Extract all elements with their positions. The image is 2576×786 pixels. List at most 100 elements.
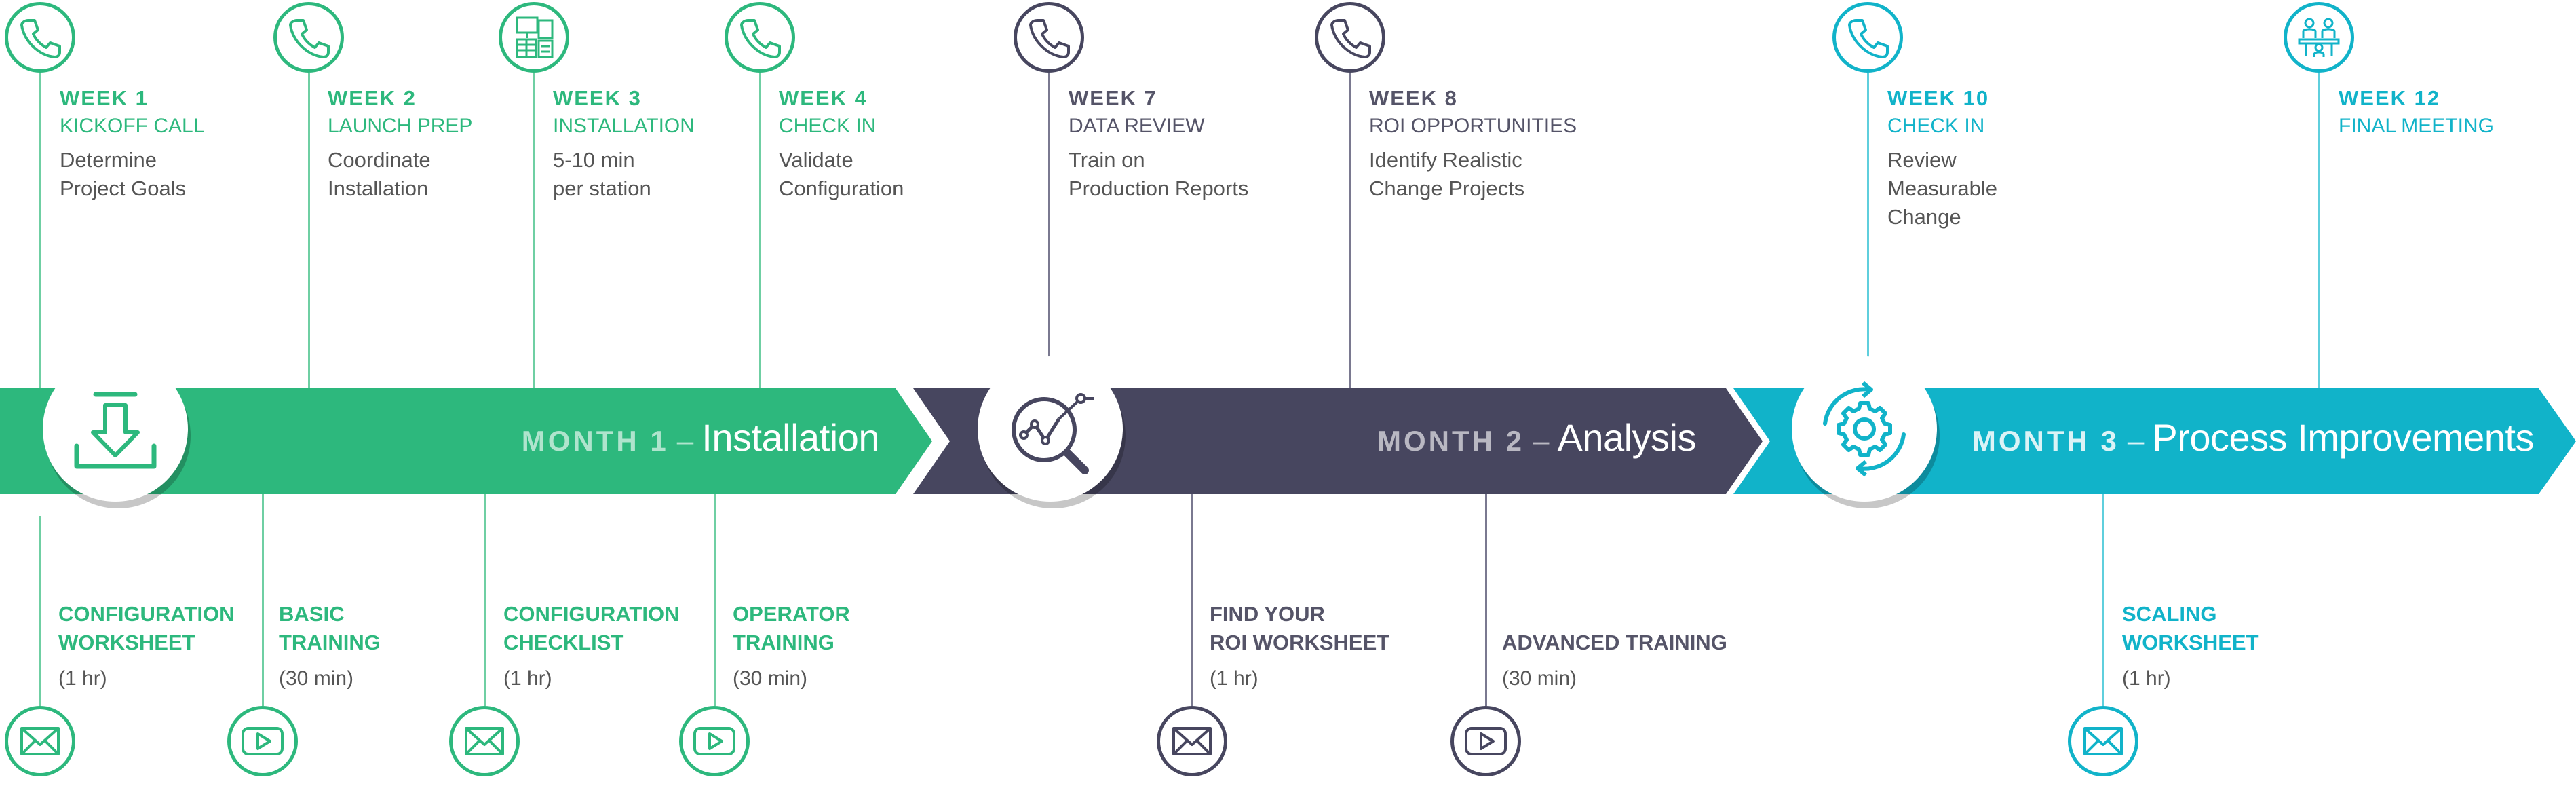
- week-12-connector: [2318, 73, 2320, 388]
- week-1-description: Determine Project Goals: [60, 148, 187, 200]
- download-icon: [47, 361, 183, 497]
- workstation-icon: [516, 16, 554, 58]
- resource-6-duration: (30 min): [1502, 667, 1577, 690]
- week-4-connector: [759, 73, 761, 388]
- week-2-connector: [308, 73, 310, 388]
- week-2-number: WEEK 2: [328, 86, 417, 110]
- resource-2-title: BASIC TRAINING: [279, 602, 381, 654]
- week-4-number: WEEK 4: [779, 86, 868, 110]
- resource-4-title: OPERATOR TRAINING: [733, 602, 850, 654]
- week-7-number: WEEK 7: [1069, 86, 1157, 110]
- month-1-name: Installation: [701, 416, 879, 459]
- resource-3-duration: (1 hr): [503, 667, 552, 690]
- resource-4-block: OPERATOR TRAINING (30 min): [733, 600, 977, 692]
- resource-5-icon: [1157, 706, 1227, 776]
- analytics-magnifier-icon: [982, 361, 1118, 497]
- month-3-label: MONTH 3–Process Improvements: [1972, 415, 2535, 460]
- month-2-band: [913, 388, 1763, 494]
- resource-2-icon: [227, 706, 298, 776]
- resource-1-title: CONFIGURATION WORKSHEET: [58, 602, 235, 654]
- phone-icon: [20, 19, 61, 58]
- week-1-title: KICKOFF CALL: [60, 115, 205, 137]
- week-3-title: INSTALLATION: [553, 115, 695, 137]
- week-2-icon: [273, 2, 344, 73]
- month-2-name: Analysis: [1557, 416, 1696, 459]
- resource-5-connector: [1191, 494, 1193, 706]
- resource-3-title: CONFIGURATION CHECKLIST: [503, 602, 680, 654]
- resource-4-connector: [714, 494, 716, 706]
- resource-6-connector: [1485, 494, 1487, 706]
- week-3-icon: [499, 2, 569, 73]
- week-12-title: FINAL MEETING: [2339, 115, 2494, 137]
- envelope-icon: [20, 727, 60, 755]
- phone-icon: [1330, 19, 1371, 58]
- week-8-block: WEEK 8 ROI OPPORTUNITIES Identify Realis…: [1369, 85, 1600, 203]
- week-1-block: WEEK 1 KICKOFF CALL Determine Project Go…: [60, 85, 290, 203]
- month-3-name: Process Improvements: [2152, 416, 2534, 459]
- month-2-key: MONTH 2: [1377, 425, 1524, 457]
- week-10-connector: [1867, 73, 1869, 365]
- week-4-block: WEEK 4 CHECK IN Validate Configuration: [779, 85, 1010, 203]
- resource-7-block: SCALING WORKSHEET (1 hr): [2122, 600, 2366, 692]
- resource-2-duration: (30 min): [279, 667, 354, 690]
- resource-4-icon: [679, 706, 750, 776]
- month-2-dash: –: [1532, 424, 1550, 457]
- phone-icon: [289, 19, 330, 58]
- week-10-block: WEEK 10 CHECK IN Review Measurable Chang…: [1887, 85, 2118, 231]
- resource-1-block: CONFIGURATION WORKSHEET (1 hr): [58, 600, 303, 692]
- week-8-title: ROI OPPORTUNITIES: [1369, 115, 1577, 137]
- video-play-icon: [242, 727, 284, 755]
- resource-2-connector: [262, 494, 264, 706]
- week-12-icon: [2284, 2, 2354, 73]
- resource-1-duration: (1 hr): [58, 667, 107, 690]
- week-2-title: LAUNCH PREP: [328, 115, 473, 137]
- resource-7-connector: [2102, 494, 2104, 706]
- week-7-title: DATA REVIEW: [1069, 115, 1205, 137]
- resource-5-block: FIND YOUR ROI WORKSHEET (1 hr): [1210, 600, 1454, 692]
- week-4-icon: [725, 2, 795, 73]
- resource-2-block: BASIC TRAINING (30 min): [279, 600, 523, 692]
- week-1-number: WEEK 1: [60, 86, 149, 110]
- video-play-icon: [1465, 727, 1507, 755]
- week-12-block: WEEK 12 FINAL MEETING: [2339, 85, 2569, 146]
- week-8-connector: [1349, 73, 1351, 388]
- month-1-dash: –: [676, 424, 694, 457]
- meeting-icon: [2298, 18, 2340, 57]
- resource-3-icon: [449, 706, 520, 776]
- phone-icon: [1029, 19, 1070, 58]
- week-8-icon: [1315, 2, 1385, 73]
- week-7-block: WEEK 7 DATA REVIEW Train on Production R…: [1069, 85, 1299, 203]
- week-3-description: 5-10 min per station: [553, 148, 651, 200]
- week-2-description: Coordinate Installation: [328, 148, 431, 200]
- phone-icon: [1848, 19, 1889, 58]
- week-3-connector: [533, 73, 535, 388]
- phone-icon: [740, 19, 781, 58]
- month-2-icon-badge: [978, 356, 1123, 502]
- resource-6-block: ADVANCED TRAINING (30 min): [1502, 629, 1746, 692]
- resource-7-duration: (1 hr): [2122, 667, 2171, 690]
- envelope-icon: [465, 727, 504, 755]
- week-8-number: WEEK 8: [1369, 86, 1458, 110]
- month-1-label: MONTH 1–Installation: [521, 415, 880, 460]
- resource-5-title: FIND YOUR ROI WORKSHEET: [1210, 602, 1390, 654]
- week-8-description: Identify Realistic Change Projects: [1369, 148, 1525, 200]
- month-1-key: MONTH 1: [521, 425, 669, 457]
- month-3-key: MONTH 3: [1972, 425, 2119, 457]
- month-3-icon-badge: [1792, 356, 1937, 502]
- week-3-block: WEEK 3 INSTALLATION 5-10 min per station: [553, 85, 784, 203]
- month-1-band: [0, 388, 932, 494]
- resource-3-connector: [484, 494, 486, 706]
- resource-7-icon: [2068, 706, 2138, 776]
- month-2-label: MONTH 2–Analysis: [1377, 415, 1697, 460]
- week-10-description: Review Measurable Change: [1887, 148, 1997, 229]
- resource-6-icon: [1450, 706, 1521, 776]
- month-3-dash: –: [2127, 424, 2145, 457]
- video-play-icon: [693, 727, 735, 755]
- month-3-band: [1733, 388, 2576, 494]
- month-1-icon-badge: [43, 356, 188, 502]
- gear-cycle-icon: [1796, 361, 1932, 497]
- week-7-description: Train on Production Reports: [1069, 148, 1249, 200]
- resource-3-block: CONFIGURATION CHECKLIST (1 hr): [503, 600, 748, 692]
